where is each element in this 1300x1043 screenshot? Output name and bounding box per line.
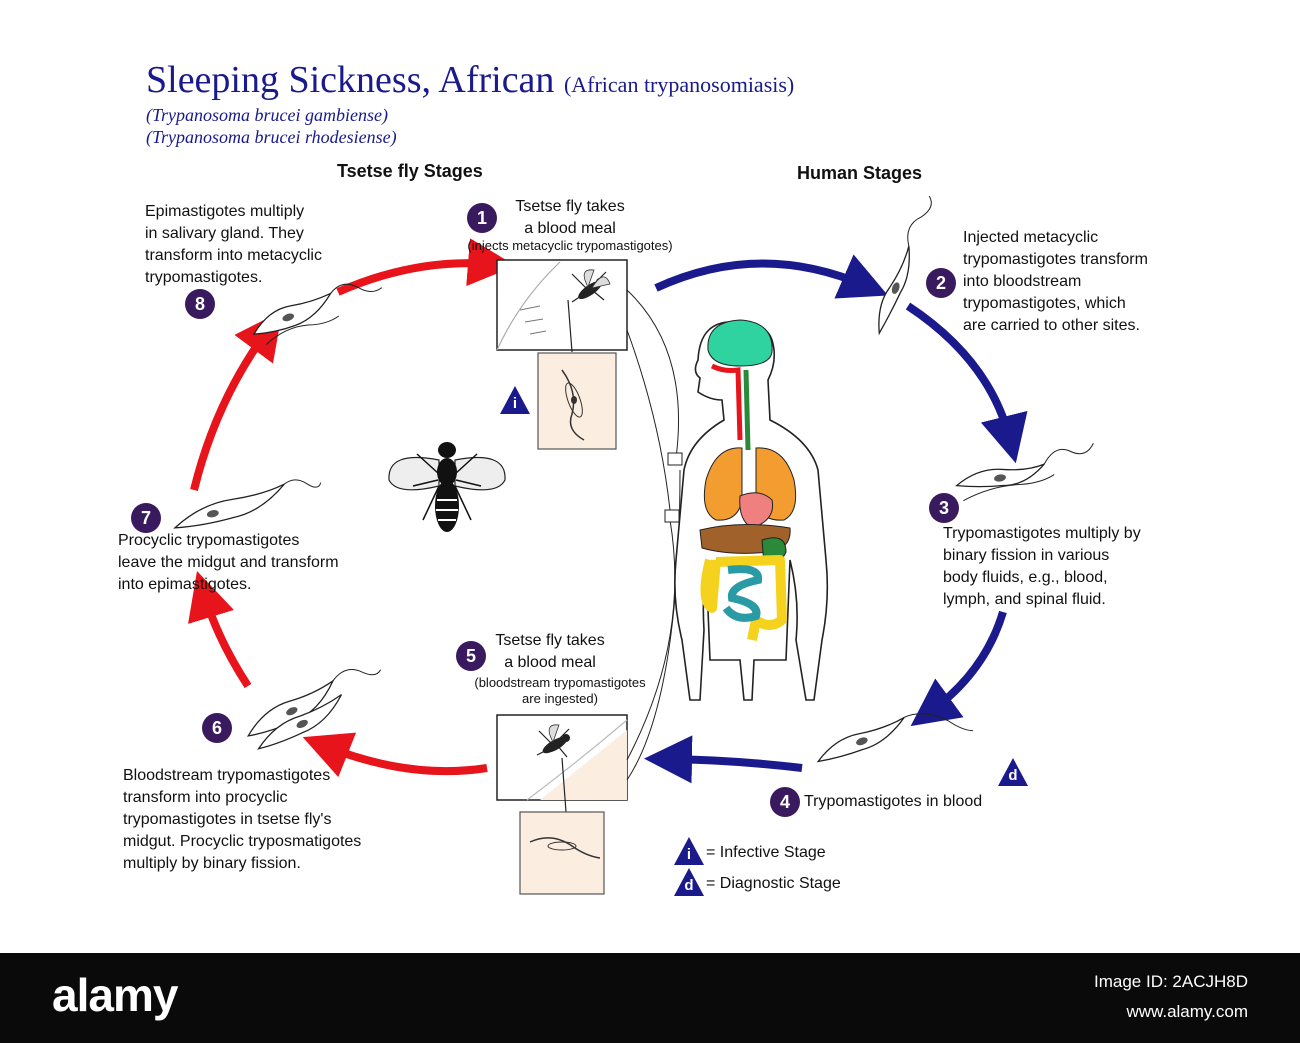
step-8-text: Epimastigotes multiply in salivary gland… bbox=[145, 201, 385, 289]
legend-infective-icon: i bbox=[674, 837, 704, 865]
step-7-badge: 7 bbox=[131, 503, 161, 533]
title-subtitle: (African trypanosomiasis) bbox=[564, 72, 794, 97]
step-3-badge: 3 bbox=[929, 493, 959, 523]
legend-diagnostic-letter: d bbox=[674, 877, 704, 894]
step-2-badge: 2 bbox=[926, 268, 956, 298]
title-main: Sleeping Sickness, African bbox=[146, 59, 554, 101]
trypanosome-stage-4 bbox=[814, 696, 973, 784]
fly-bite-box-bottom bbox=[497, 715, 627, 812]
species-gambiense: (Trypanosoma brucei gambiense) bbox=[146, 105, 388, 126]
midgut-inset-bottom bbox=[520, 812, 604, 894]
step-1-badge: 1 bbox=[467, 203, 497, 233]
species-rhodesiense: (Trypanosoma brucei rhodesiense) bbox=[146, 127, 397, 148]
infective-marker-letter: i bbox=[500, 395, 530, 412]
legend-infective-label: = Infective Stage bbox=[706, 844, 826, 862]
step-1-title: Tsetse fly takes a blood meal bbox=[495, 196, 645, 240]
tsetse-fly-illustration bbox=[389, 442, 505, 532]
arrow-6-to-7 bbox=[204, 594, 248, 686]
diagnostic-stage-marker: d bbox=[998, 758, 1028, 786]
step-6-text: Bloodstream trypomastigotes transform in… bbox=[123, 765, 423, 875]
arrow-1-to-2 bbox=[656, 263, 866, 288]
step-7-text: Procyclic trypomastigotes leave the midg… bbox=[118, 530, 398, 596]
arrow-3-to-4 bbox=[930, 612, 1003, 712]
fly-bite-box-top bbox=[497, 260, 627, 352]
trypanosome-stage-6 bbox=[241, 657, 391, 754]
footer-url: www.alamy.com bbox=[1126, 1002, 1248, 1022]
step-2-text: Injected metacyclic trypomastigotes tran… bbox=[963, 227, 1193, 337]
legend-diagnostic-icon: d bbox=[674, 868, 704, 896]
footer-bar bbox=[0, 953, 1300, 1043]
infective-stage-marker: i bbox=[500, 386, 530, 414]
human-body-illustration bbox=[675, 320, 827, 700]
arrow-4-to-5 bbox=[668, 759, 802, 768]
footer-logo: alamy bbox=[52, 968, 177, 1022]
legend-infective-letter: i bbox=[674, 846, 704, 863]
diagnostic-marker-letter: d bbox=[998, 767, 1028, 784]
heading-tsetse-stages: Tsetse fly Stages bbox=[337, 161, 483, 182]
arrow-7-to-8 bbox=[194, 330, 268, 490]
step-4-badge: 4 bbox=[770, 787, 800, 817]
trypanosome-stage-3 bbox=[954, 443, 1100, 501]
step-6-badge: 6 bbox=[202, 713, 232, 743]
page-title: Sleeping Sickness, African (African tryp… bbox=[146, 58, 794, 102]
legend-diagnostic-label: = Diagnostic Stage bbox=[706, 875, 841, 893]
step-1-note: (injects metacyclic trypomastigotes) bbox=[440, 238, 700, 254]
step-4-text: Trypomastigotes in blood bbox=[804, 791, 1024, 813]
footer-image-id: Image ID: 2ACJH8D bbox=[1094, 972, 1248, 992]
salivary-inset-top bbox=[538, 353, 616, 449]
step-8-badge: 8 bbox=[185, 289, 215, 319]
step-3-text: Trypomastigotes multiply by binary fissi… bbox=[943, 523, 1183, 611]
step-5-note: (bloodstream trypomastigotes are ingeste… bbox=[440, 675, 680, 707]
heading-human-stages: Human Stages bbox=[797, 163, 922, 184]
step-5-title: Tsetse fly takes a blood meal bbox=[475, 630, 625, 674]
